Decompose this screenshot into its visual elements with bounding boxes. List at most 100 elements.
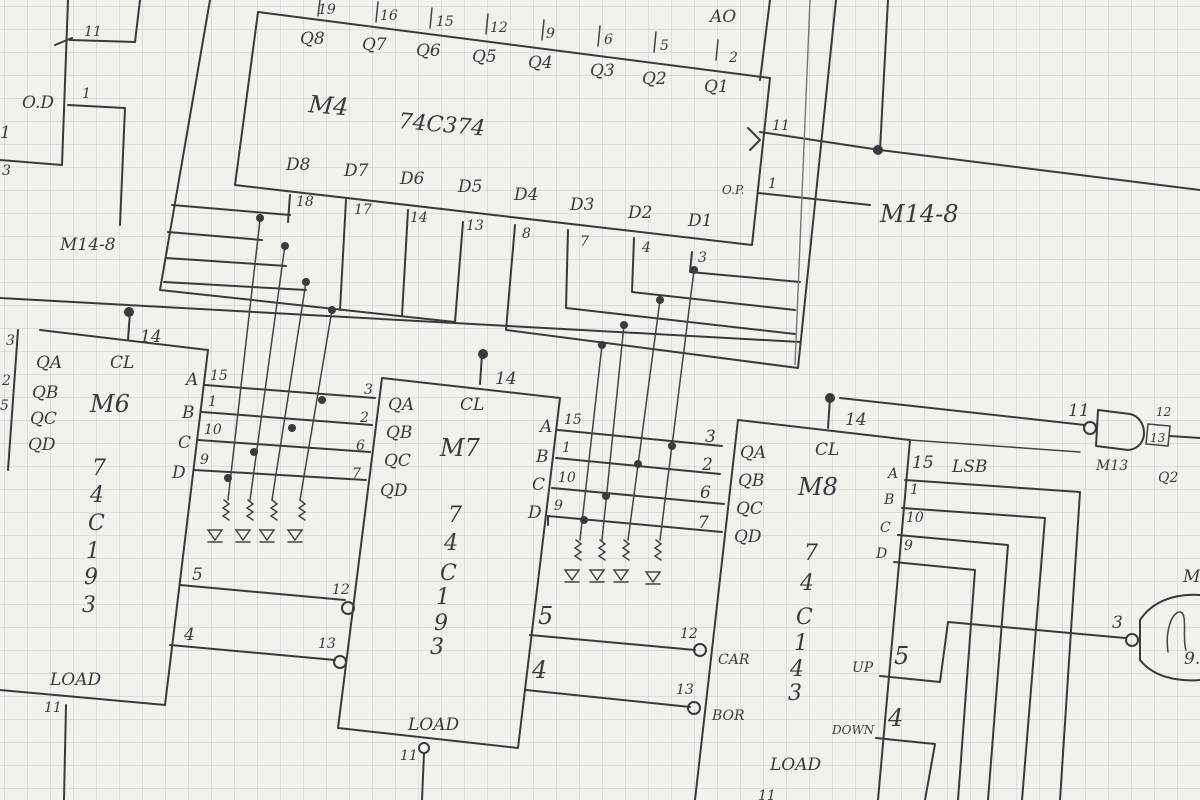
m4-in-pin: 3 [698, 250, 707, 266]
m7-in-pin-b: 1 [562, 440, 571, 456]
m7-part-digit: 3 [430, 635, 444, 660]
m6-out-b: QB [32, 383, 58, 403]
m4-in-label: D4 [513, 185, 538, 205]
m4-part: 74C374 [397, 109, 486, 141]
m7-part-number: 7 4 C 1 9 3 [430, 503, 462, 660]
m6-down-pin: 4 [183, 625, 195, 645]
m6-in-a: A [184, 370, 198, 390]
m4-out-label: Q7 [362, 35, 387, 55]
m8-out-pin-b: 2 [701, 455, 713, 475]
m4-out-label: Q3 [590, 61, 615, 81]
m6-out-a: QA [36, 353, 62, 373]
m8-borrow-pin: 13 [676, 682, 694, 698]
m8-in-a: A [886, 466, 898, 482]
m6-load: LOAD [49, 670, 102, 690]
m4-in-label: D6 [399, 169, 425, 189]
left-side-pin-1: 1 [0, 123, 11, 143]
led-array-center [563, 266, 698, 585]
m4-output-row: 19 Q8 16 Q7 15 Q6 12 Q5 9 Q4 6 Q3 5 Q2 Q… [300, 2, 729, 97]
m8-out-pin-a: 3 [705, 427, 716, 447]
m7-out-pin-d: 7 [352, 466, 361, 482]
m7-borrow-pin: 13 [318, 636, 336, 652]
edge-pin-a: 3 [6, 333, 15, 349]
m6-part-digit: 7 [92, 456, 106, 481]
m4-out-label: Q6 [416, 41, 441, 61]
m7-in-b: B [535, 447, 549, 467]
m7-in-pin-a: 15 [564, 412, 582, 428]
m7-load: LOAD [407, 715, 460, 735]
m8-in-pin-d: 9 [904, 538, 913, 554]
edge-pin-b: 2 [1, 373, 11, 389]
left-od-label: O.D [22, 93, 54, 113]
m8-out-b: QB [738, 471, 764, 491]
m8-part-digit: 7 [804, 541, 818, 566]
m8-in-b: B [883, 492, 894, 508]
m8-part-digit: 1 [794, 631, 808, 656]
m6-in-d: D [171, 463, 186, 483]
left-chip-fragment: 1 1 O.D 1 1 3 M14-8 3 2 5 [0, 0, 801, 471]
m7-part-digit: C [440, 561, 457, 586]
m7-out-b: QB [386, 423, 412, 443]
m6-part-digit: 4 [89, 483, 104, 508]
m4-in-label: D7 [343, 161, 369, 181]
m4-ao: AO [708, 7, 736, 27]
m8-down-pin: 4 [887, 704, 903, 732]
m13-pin13: 13 [1150, 431, 1166, 445]
m4-out-pin: 9 [546, 26, 555, 42]
m4-out-pin: 16 [380, 8, 398, 24]
m4-name: M4 [306, 90, 349, 121]
m4-out-pin: 15 [436, 14, 454, 30]
m8-name: M8 [797, 473, 838, 501]
chip-m8: 14 CL M8 QA QB QC QD 3 2 6 7 A B C D 15 … [676, 393, 1126, 800]
m4-in-label: D1 [687, 211, 712, 231]
m7-carry-pin: 12 [332, 582, 350, 598]
m13-name: M13 [1095, 458, 1128, 474]
edge-pin-c: 5 [0, 398, 9, 414]
m7-in-pin-c: 10 [558, 470, 576, 486]
m4-in-pin: 14 [410, 210, 428, 226]
m4-out-label: Q2 [642, 69, 667, 89]
m4-out-pin: 19 [318, 2, 336, 18]
left-side-pin-3: 3 [2, 163, 11, 179]
m7-in-a: A [538, 417, 552, 437]
m8-borrow-label: BOR [711, 708, 745, 724]
m4-in-pin: 13 [466, 218, 484, 234]
m7-up-pin: 5 [538, 602, 553, 630]
m6-part-number: 7 4 C 1 9 3 [82, 456, 106, 618]
m7-name: M7 [439, 434, 481, 462]
m4-out-label: Q8 [300, 29, 325, 49]
m8-down-label: DOWN [831, 723, 875, 737]
m13-in-pin: 11 [1068, 401, 1090, 421]
m6-in-c: C [178, 433, 191, 453]
m7-out-pin-a: 3 [364, 382, 373, 398]
chip-m6: 14 CL M6 QA QB QC QD A B C D 15 1 10 9 7… [0, 307, 376, 800]
m8-part-digit: 3 [788, 681, 802, 706]
m8-part-digit: 4 [789, 657, 804, 682]
m7-part-digit: 7 [448, 503, 462, 528]
m6-part-digit: C [88, 511, 105, 536]
m8-out-c: QC [736, 499, 763, 519]
m4-pin2-top: 2 [728, 50, 738, 66]
m4-op-ref: M14-8 [879, 200, 959, 228]
m6-in-pin-c: 10 [204, 422, 222, 438]
m7-in-pin-d: 9 [554, 498, 563, 514]
m8-in-pin-c: 10 [906, 510, 924, 526]
m7-pin14: 14 [495, 369, 517, 389]
left-ref-m14: M14-8 [59, 235, 116, 255]
m7-part-digit: 1 [436, 585, 450, 610]
m6-in-pin-b: 1 [208, 394, 217, 410]
m6-in-pin-a: 15 [210, 368, 228, 384]
m8-load: LOAD [769, 755, 822, 775]
m4-pin1: 1 [768, 176, 777, 192]
schmitt-in-pin: 3 [1112, 613, 1123, 633]
m13-out-pin: 12 [1156, 405, 1171, 419]
m8-out-a: QA [740, 443, 766, 463]
m6-part-digit: 1 [86, 539, 100, 564]
m8-pin14: 14 [845, 410, 867, 430]
m6-in-b: B [181, 403, 195, 423]
m4-out-pin: 12 [490, 20, 508, 36]
m8-cl: CL [815, 440, 839, 460]
m6-up-pin: 5 [192, 565, 203, 585]
